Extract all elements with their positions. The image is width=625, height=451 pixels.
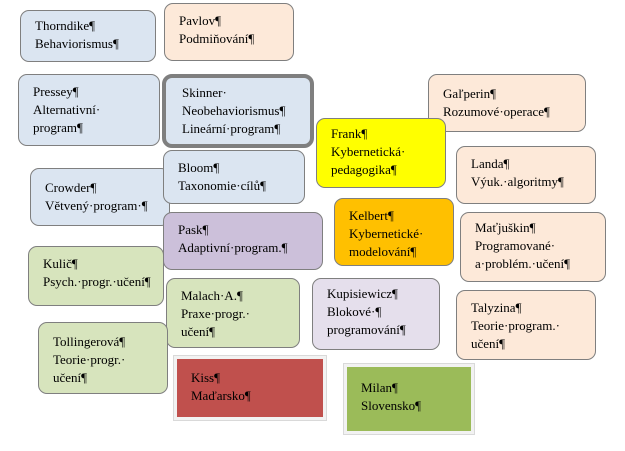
node-galperin: Gaľperin¶ Rozumové·operace¶ <box>428 74 586 132</box>
node-kulic: Kulič¶ Psych.·progr.·učení¶ <box>28 246 164 306</box>
node-galperin-desc: Rozumové·operace¶ <box>443 104 550 119</box>
node-kelbert-name: Kelbert¶ <box>349 208 394 223</box>
node-pressey: Pressey¶ Alternativní· program¶ <box>18 74 160 146</box>
node-matjuskin: Maťjuškin¶ Programované· a·problém.·učen… <box>460 212 606 282</box>
node-malach-name: Malach·A.¶ <box>181 288 243 303</box>
node-thorndike-desc: Behaviorismus¶ <box>35 36 119 51</box>
node-landa-desc: Výuk.·algoritmy¶ <box>471 174 564 189</box>
node-pavlov-desc: Podmiňování¶ <box>179 31 255 46</box>
node-matjuskin-desc-1: Programované· <box>475 238 556 253</box>
node-kiss-desc: Maďarsko¶ <box>191 388 251 403</box>
node-crowder-name: Crowder¶ <box>45 180 97 195</box>
node-kelbert-desc-1: Kybernetické· <box>349 226 424 241</box>
node-pask-desc: Adaptivní·program.¶ <box>178 240 288 255</box>
node-skinner-name: Skinner· <box>182 85 227 100</box>
node-milan: Milan¶ Slovensko¶ <box>344 364 474 434</box>
node-bloom: Bloom¶ Taxonomie·cílů¶ <box>163 150 305 204</box>
node-kupisiewicz: Kupisiewicz¶ Blokové·¶ programování¶ <box>312 278 440 350</box>
node-kiss-name: Kiss¶ <box>191 370 221 385</box>
node-frank-desc-2: pedagogika¶ <box>331 162 397 177</box>
node-skinner: Skinner· Neobehaviorismus¶ Lineární·prog… <box>162 74 314 148</box>
node-tollingerova-desc-2: učení¶ <box>53 370 88 385</box>
node-pavlov: Pavlov¶ Podmiňování¶ <box>164 3 294 61</box>
node-kulic-name: Kulič¶ <box>43 256 78 271</box>
node-milan-desc: Slovensko¶ <box>361 398 422 413</box>
node-crowder: Crowder¶ Větvený·program·¶ <box>30 168 170 226</box>
node-milan-name: Milan¶ <box>361 380 398 395</box>
node-thorndike-name: Thorndike¶ <box>35 18 96 33</box>
node-landa-name: Landa¶ <box>471 156 510 171</box>
node-talyzina-desc-1: Teorie·program.· <box>471 318 560 333</box>
node-tollingerova-name: Tollingerová¶ <box>53 334 126 349</box>
node-malach: Malach·A.¶ Praxe·progr.· učení¶ <box>166 278 300 348</box>
node-skinner-desc-2: Lineární·program¶ <box>182 121 281 136</box>
node-pask-name: Pask¶ <box>178 222 209 237</box>
node-matjuskin-desc-2: a·problém.·učení¶ <box>475 256 571 271</box>
node-kupisiewicz-desc-1: Blokové·¶ <box>327 304 382 319</box>
node-frank-desc-1: Kybernetická· <box>331 144 406 159</box>
node-kiss: Kiss¶ Maďarsko¶ <box>174 356 326 420</box>
node-bloom-desc: Taxonomie·cílů¶ <box>178 178 267 193</box>
node-pavlov-name: Pavlov¶ <box>179 13 222 28</box>
node-kelbert: Kelbert¶ Kybernetické· modelování¶ <box>334 198 454 266</box>
node-kulic-desc: Psych.·progr.·učení¶ <box>43 274 151 289</box>
node-pressey-desc-2: program¶ <box>33 120 83 135</box>
node-talyzina: Talyzina¶ Teorie·program.· učení¶ <box>456 290 596 360</box>
node-frank-name: Frank¶ <box>331 126 368 141</box>
node-pask: Pask¶ Adaptivní·program.¶ <box>163 212 323 270</box>
node-malach-desc-1: Praxe·progr.· <box>181 306 250 321</box>
node-skinner-desc-1: Neobehaviorismus¶ <box>182 103 286 118</box>
node-pressey-name: Pressey¶ <box>33 84 79 99</box>
node-kelbert-desc-2: modelování¶ <box>349 244 417 259</box>
node-tollingerova: Tollingerová¶ Teorie·progr.· učení¶ <box>38 322 168 394</box>
node-landa: Landa¶ Výuk.·algoritmy¶ <box>456 146 596 204</box>
node-matjuskin-name: Maťjuškin¶ <box>475 220 536 235</box>
node-bloom-name: Bloom¶ <box>178 160 220 175</box>
node-kupisiewicz-desc-2: programování¶ <box>327 322 406 337</box>
node-malach-desc-2: učení¶ <box>181 324 216 339</box>
node-kupisiewicz-name: Kupisiewicz¶ <box>327 286 398 301</box>
node-frank: Frank¶ Kybernetická· pedagogika¶ <box>316 118 446 188</box>
node-crowder-desc: Větvený·program·¶ <box>45 198 148 213</box>
node-tollingerova-desc-1: Teorie·progr.· <box>53 352 126 367</box>
node-thorndike: Thorndike¶ Behaviorismus¶ <box>20 10 156 62</box>
node-pressey-desc-1: Alternativní· <box>33 102 101 117</box>
node-galperin-name: Gaľperin¶ <box>443 86 497 101</box>
node-talyzina-name: Talyzina¶ <box>471 300 522 315</box>
node-talyzina-desc-2: učení¶ <box>471 336 506 351</box>
